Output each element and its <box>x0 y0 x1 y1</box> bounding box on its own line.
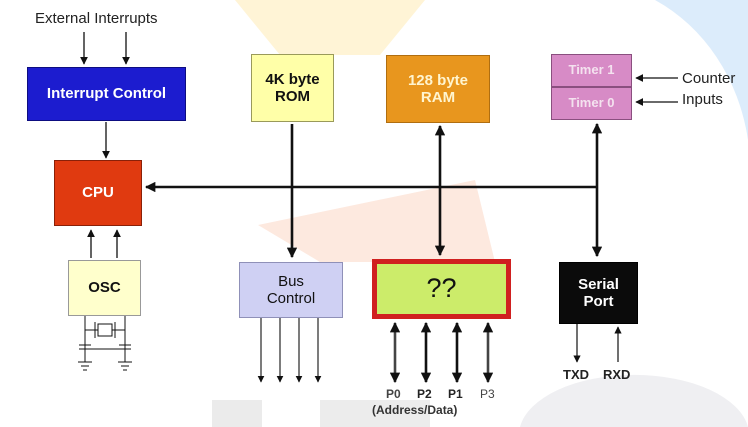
ram-line2: RAM <box>420 89 456 106</box>
io-ports-label: ?? <box>426 273 457 304</box>
osc-block: OSC <box>68 260 141 316</box>
serial-port-block: Serial Port <box>559 262 638 324</box>
rom-line1: 4K byte <box>265 70 320 88</box>
timer1-block: Timer 1 <box>551 54 632 87</box>
crystal-circuit <box>78 316 132 371</box>
external-interrupts-label: External Interrupts <box>35 10 158 27</box>
cpu-label: CPU <box>82 184 114 202</box>
ram-line1: 128 byte <box>407 71 469 89</box>
counter-inputs-line2: Inputs <box>682 91 723 108</box>
counter-inputs-label: Counter Inputs <box>682 68 735 110</box>
rxd-label: RXD <box>603 367 631 382</box>
port-p1-label: P1 <box>448 387 463 401</box>
port-p2-label: P2 <box>417 387 432 401</box>
io-ports-block: ?? <box>372 259 511 319</box>
ports-address-data-note: (Address/Data) <box>372 403 458 417</box>
rom-line2: ROM <box>275 88 310 105</box>
bus-control-line1: Bus <box>278 272 304 290</box>
osc-label: OSC <box>88 279 121 297</box>
timer0-block: Timer 0 <box>551 87 632 120</box>
txd-label: TXD <box>563 367 589 382</box>
bus-control-line2: Control <box>266 290 316 307</box>
cpu-block: CPU <box>54 160 142 226</box>
port-p3-label: P3 <box>480 387 495 401</box>
interrupt-control-label: Interrupt Control <box>46 85 167 103</box>
ram-block: 128 byte RAM <box>386 55 490 123</box>
bus-control-block: Bus Control <box>239 262 343 318</box>
timer0-label: Timer 0 <box>568 95 615 111</box>
serial-port-line1: Serial <box>578 275 619 293</box>
port-p0-label: P0 <box>386 387 401 401</box>
timer1-label: Timer 1 <box>568 62 615 78</box>
rom-block: 4K byte ROM <box>251 54 334 122</box>
serial-port-line2: Port <box>583 293 614 310</box>
counter-inputs-line1: Counter <box>682 70 736 87</box>
interrupt-control-block: Interrupt Control <box>27 67 186 121</box>
